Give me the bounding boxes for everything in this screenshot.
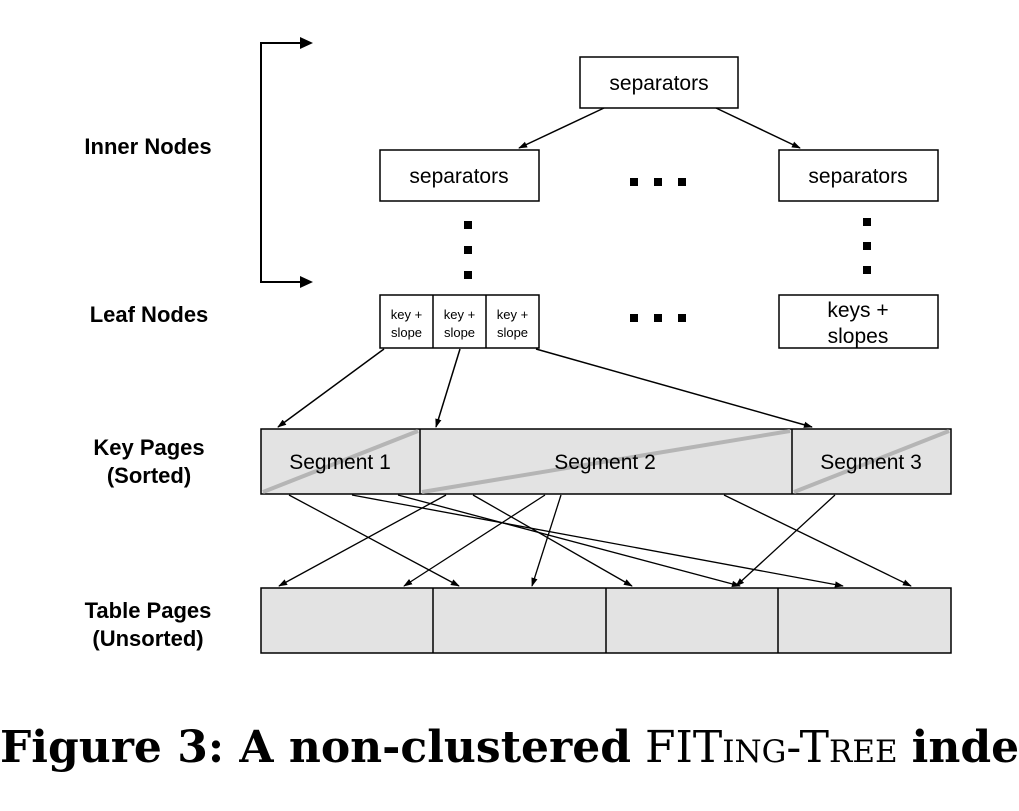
key-pages: Segment 1 Segment 2 Segment 3 <box>260 428 952 495</box>
inner-nodes-bracket <box>260 37 313 288</box>
arrow-root-to-inner-right <box>715 107 801 149</box>
leaf-node-right: keys + slopes <box>778 294 939 349</box>
inner-node-right: separators <box>778 149 939 202</box>
leaf-node-left: key + slope key + slope key + slope <box>379 294 540 349</box>
ellipsis-vertical-left <box>464 221 472 279</box>
pointer-arrows <box>278 494 912 588</box>
ellipsis-inner-row <box>630 178 686 186</box>
leaf-node-right-line1: keys + <box>827 299 888 322</box>
caption-figure: Figure 3: A non-clustered <box>0 722 631 773</box>
segment-1-label: Segment 1 <box>289 451 391 474</box>
caption-name-ing: ing <box>722 722 787 773</box>
arrow-root-to-inner-left <box>518 107 605 149</box>
inner-node-right-label: separators <box>808 165 907 188</box>
ellipsis-leaf-row <box>630 314 686 322</box>
leaf-cell-3-line1: key + <box>497 307 528 322</box>
inner-node-left-label: separators <box>409 165 508 188</box>
row-label-inner-nodes: Inner Nodes <box>84 134 211 159</box>
leaf-cell-3-line2: slope <box>497 325 528 340</box>
row-label-key-pages: Key Pages <box>93 435 204 460</box>
row-label-table-pages: Table Pages <box>85 598 212 623</box>
inner-node-left: separators <box>379 149 540 202</box>
figure-caption: Figure 3: A non-clustered FITing-Tree in… <box>0 722 1019 773</box>
caption-name-ree: ree <box>829 722 898 773</box>
table-pages <box>260 587 952 654</box>
leaf-node-right-line2: slopes <box>828 325 889 348</box>
leaf-cell-2-line2: slope <box>444 325 475 340</box>
root-node: separators <box>579 56 739 109</box>
arrow-leaf-to-segment-2 <box>435 348 461 428</box>
caption-tail: index. <box>911 722 1019 773</box>
caption-name-fit: FIT <box>644 722 723 773</box>
row-label-key-pages-sorted: (Sorted) <box>107 463 191 488</box>
leaf-cell-1-line2: slope <box>391 325 422 340</box>
leaf-cell-1-line1: key + <box>391 307 422 322</box>
arrow-leaf-to-segment-3 <box>535 348 813 428</box>
leaf-cell-2-line1: key + <box>444 307 475 322</box>
caption-name-t: -T <box>786 722 830 773</box>
segment-3-label: Segment 3 <box>820 451 922 474</box>
row-label-leaf-nodes: Leaf Nodes <box>90 302 209 327</box>
arrow-leaf-to-segment-1 <box>277 348 385 428</box>
segment-2-label: Segment 2 <box>554 451 656 474</box>
root-node-label: separators <box>609 72 708 95</box>
row-label-table-pages-unsorted: (Unsorted) <box>92 626 203 651</box>
ellipsis-vertical-right <box>863 218 871 274</box>
